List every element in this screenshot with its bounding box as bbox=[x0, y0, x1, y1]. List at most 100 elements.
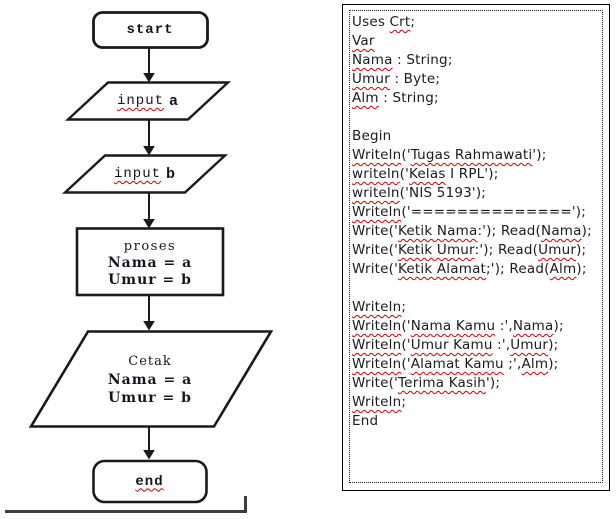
code-text: ;'); Read( bbox=[486, 261, 550, 277]
output-assign2: Umur = b bbox=[108, 390, 192, 406]
arrowhead-icon bbox=[143, 73, 155, 83]
code-line bbox=[352, 279, 600, 298]
code-text: (' bbox=[401, 337, 411, 353]
misspelled-word: Nama bbox=[541, 223, 582, 239]
misspelled-word: Umur Kamu bbox=[410, 337, 493, 353]
code-text: : String; bbox=[392, 52, 453, 68]
input-a-parallelogram bbox=[64, 81, 232, 121]
code-text: ;', bbox=[503, 356, 522, 372]
process-label: proses Nama = a Umur = b bbox=[77, 238, 223, 289]
code-text: : Byte; bbox=[389, 71, 441, 87]
code-line: Writeln('=============='); bbox=[352, 203, 600, 222]
code-text: (' bbox=[401, 318, 411, 334]
misspelled-word: Crt bbox=[389, 14, 411, 30]
misspelled-word: Writeln bbox=[352, 394, 402, 410]
code-line: Write('Ketik Alamat;'); Read(Alm); bbox=[352, 260, 600, 279]
output-parallelogram bbox=[28, 330, 274, 428]
code-line: Writeln('Umur Kamu :',Umur); bbox=[352, 336, 600, 355]
code-text: (' bbox=[399, 166, 410, 182]
output-assign1: Nama = a bbox=[107, 372, 193, 388]
misspelled-word: Nama bbox=[512, 318, 554, 334]
misspelled-word: Umur bbox=[538, 242, 577, 258]
process-title: proses bbox=[123, 239, 177, 254]
code-text: ); bbox=[548, 337, 559, 353]
code-text: ); bbox=[553, 318, 564, 334]
misspelled-word: Alm bbox=[521, 356, 549, 372]
code-line: Write('Ketik Umur:'); Read(Umur); bbox=[352, 241, 600, 260]
input-b-label: input b bbox=[65, 156, 225, 192]
misspelled-word: Writeln bbox=[352, 299, 402, 315]
code-text: ('=============='); bbox=[401, 204, 587, 220]
end-label-text: end bbox=[135, 473, 164, 490]
input-a-label: input a bbox=[68, 83, 228, 119]
misspelled-word: Alm bbox=[549, 261, 577, 277]
code-line: Writeln('Nama Kamu :',Nama); bbox=[352, 317, 600, 336]
code-text: End bbox=[352, 413, 379, 429]
arrowhead-icon bbox=[143, 321, 155, 331]
misspelled-word: Umur bbox=[352, 71, 390, 87]
misspelled-word: Writeln bbox=[352, 318, 402, 334]
code-line: Writeln('Alamat Kamu ;',Alm); bbox=[352, 355, 600, 374]
code-line: Uses Crt; bbox=[352, 13, 600, 32]
code-text: :', bbox=[495, 318, 513, 334]
code-text: :'); Read( bbox=[477, 223, 542, 239]
code-text: ('NIS 5193'); bbox=[399, 185, 487, 201]
misspelled-word: Writeln bbox=[352, 204, 402, 220]
code-line: Alm : String; bbox=[352, 89, 600, 108]
misspelled-word: Ketik Umur bbox=[398, 242, 475, 258]
misspelled-word: Ketik Alamat bbox=[398, 261, 487, 277]
code-text: Uses bbox=[352, 14, 390, 30]
code-text: Begin bbox=[352, 128, 392, 144]
code-text: Write(' bbox=[352, 242, 399, 258]
arrowhead-icon bbox=[143, 219, 155, 229]
misspelled-word: Nama Kamu bbox=[410, 318, 496, 334]
input-b-parallelogram bbox=[61, 154, 229, 194]
misspelled-word: Nama bbox=[352, 52, 393, 68]
arrowhead-icon bbox=[143, 146, 155, 156]
input-b-word: input bbox=[113, 166, 161, 182]
start-terminator-shape bbox=[92, 11, 209, 49]
end-label: end bbox=[93, 461, 206, 502]
misspelled-word: Var bbox=[352, 33, 375, 49]
misspelled-word: writeln bbox=[352, 185, 400, 201]
start-label-text: start bbox=[126, 22, 174, 38]
code-line: Var bbox=[352, 32, 600, 51]
misspelled-word: Tugas Rahmawati bbox=[410, 147, 533, 163]
code-text: ; bbox=[401, 299, 407, 315]
code-text: '); bbox=[532, 147, 547, 163]
code-text: Write(' bbox=[352, 375, 399, 391]
start-label: start bbox=[93, 13, 207, 47]
output-label: Cetak Nama = a Umur = b bbox=[60, 353, 240, 407]
process-rectangle bbox=[75, 227, 225, 297]
misspelled-word: Alm bbox=[352, 90, 379, 106]
code-text: ; bbox=[401, 394, 407, 410]
code-line: Write('Ketik Nama:'); Read(Nama); bbox=[352, 222, 600, 241]
code-text: I RPL'); bbox=[445, 166, 499, 182]
code-line: Nama : String; bbox=[352, 51, 600, 70]
code-text: ); bbox=[576, 242, 587, 258]
code-line bbox=[352, 108, 600, 127]
misspelled-word: Alamat Kamu bbox=[410, 356, 504, 372]
code-text: Write(' bbox=[352, 223, 399, 239]
input-a-var: a bbox=[169, 92, 180, 110]
flowchart bbox=[5, 11, 274, 513]
code-line: Umur : Byte; bbox=[352, 70, 600, 89]
arrowhead-icon bbox=[143, 450, 155, 460]
process-assign2: Umur = b bbox=[108, 272, 192, 288]
misspelled-word: Writeln bbox=[352, 337, 402, 353]
code-text: '); bbox=[485, 375, 501, 391]
code-text: (' bbox=[401, 147, 411, 163]
process-assign1: Nama = a bbox=[107, 255, 193, 271]
code-text: ; bbox=[410, 14, 416, 30]
code-text: (' bbox=[401, 356, 411, 372]
code-text: Write(' bbox=[352, 261, 399, 277]
code-line: End bbox=[352, 412, 600, 431]
code-text: ); bbox=[548, 356, 559, 372]
code-text: : String; bbox=[378, 90, 439, 106]
input-b-var: b bbox=[166, 165, 177, 183]
code-line: writeln('NIS 5193'); bbox=[352, 184, 600, 203]
